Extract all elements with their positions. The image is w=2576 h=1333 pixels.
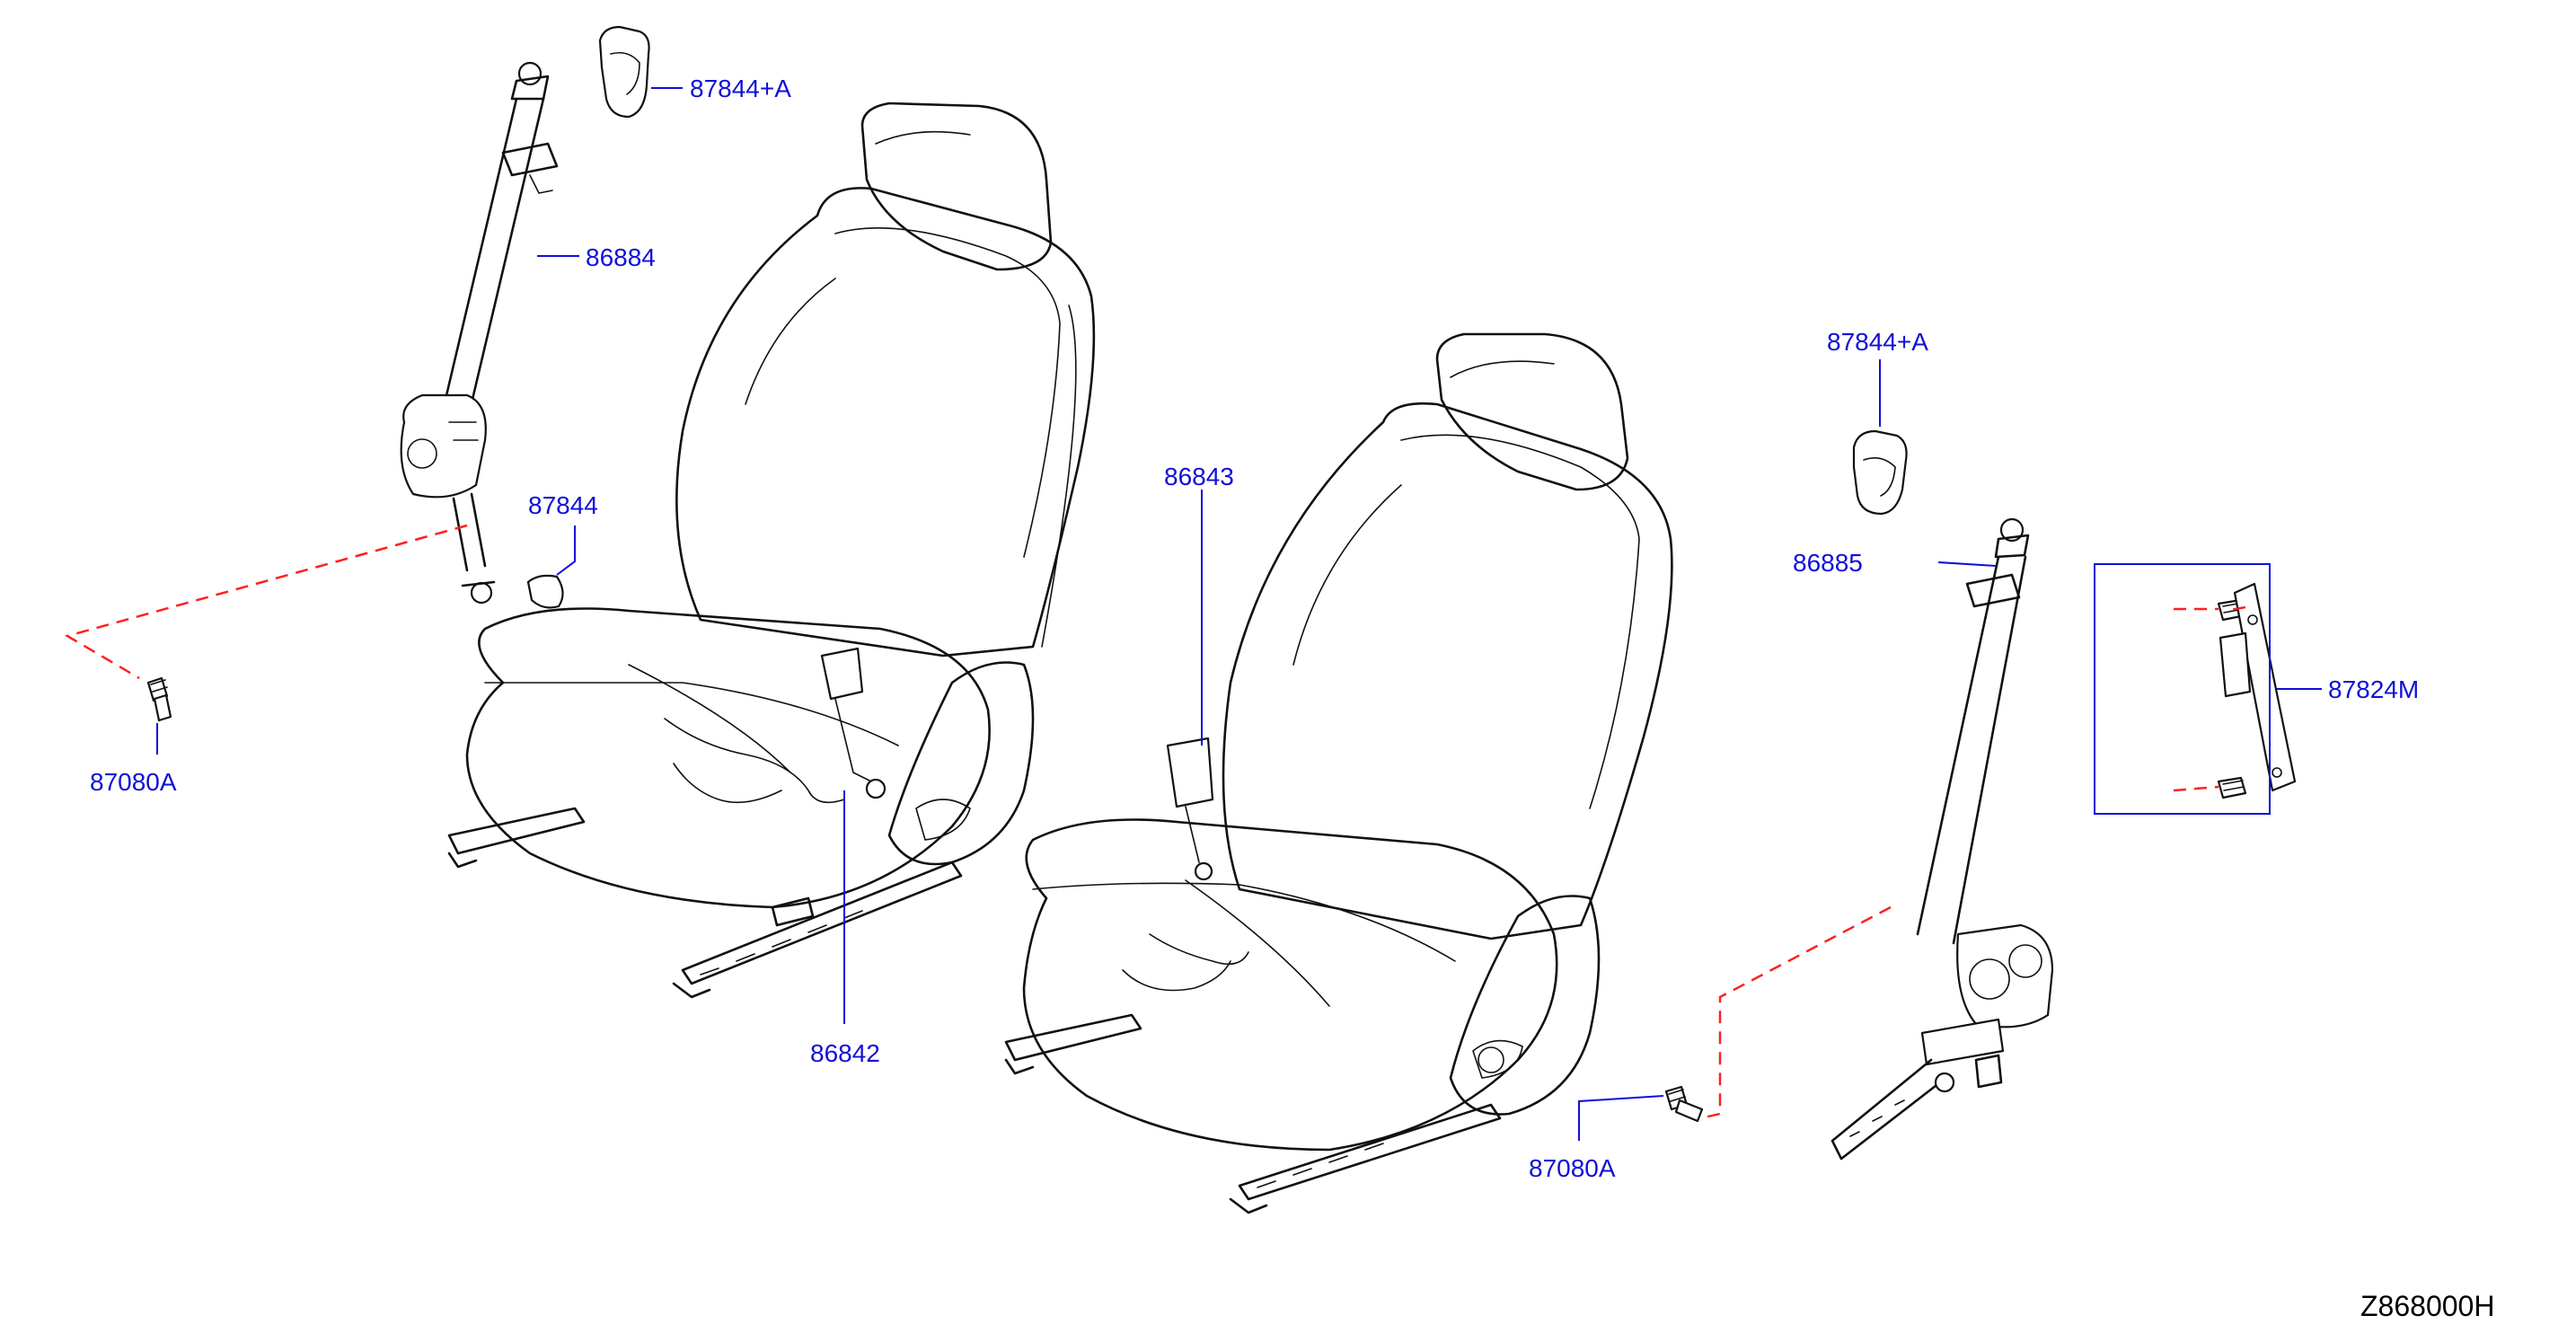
- right-anchor-dashed-line: [1703, 905, 1892, 1119]
- callout-87824m: 87824M: [2328, 675, 2419, 703]
- left-upper-guide-illustration: [598, 25, 650, 119]
- right-anchor-bolt-illustration: [1664, 1085, 1704, 1123]
- callout-86885: 86885: [1793, 549, 1863, 577]
- right-upper-guide-illustration: [1852, 429, 1908, 516]
- callout-86884: 86884: [586, 243, 656, 271]
- callout-87844a-right: 87844+A: [1827, 328, 1928, 356]
- left-anchor-bolt-illustration: [146, 676, 172, 722]
- right-belt-assembly-illustration: [1831, 517, 2054, 1161]
- right-seat-illustration: [1004, 332, 1673, 1214]
- adjuster-lower-dashed-line: [2173, 785, 2219, 792]
- callout-87080a-left: 87080A: [90, 768, 177, 796]
- left-anchor-dashed-line: [64, 524, 468, 680]
- height-adjuster-frame: [2094, 563, 2271, 815]
- left-lower-cover-illustration: [526, 574, 564, 609]
- callout-86842: 86842: [810, 1039, 880, 1067]
- callout-87080a-right: 87080A: [1529, 1154, 1616, 1182]
- adjuster-upper-dashed-line: [2225, 605, 2246, 613]
- left-belt-assembly-illustration: [400, 61, 559, 605]
- leader-right-anchor-bolt: [1578, 1095, 1664, 1141]
- height-adjuster-illustration: [2217, 582, 2297, 799]
- diagram-code: Z868000H: [2360, 1290, 2494, 1322]
- callout-86843: 86843: [1164, 463, 1234, 490]
- left-seat-illustration: [447, 102, 1096, 999]
- callout-87844a-left: 87844+A: [690, 75, 791, 102]
- leader-right-belt-assembly: [1937, 561, 1997, 567]
- leader-left-lower-cover: [556, 525, 576, 576]
- callout-87844: 87844: [528, 491, 598, 519]
